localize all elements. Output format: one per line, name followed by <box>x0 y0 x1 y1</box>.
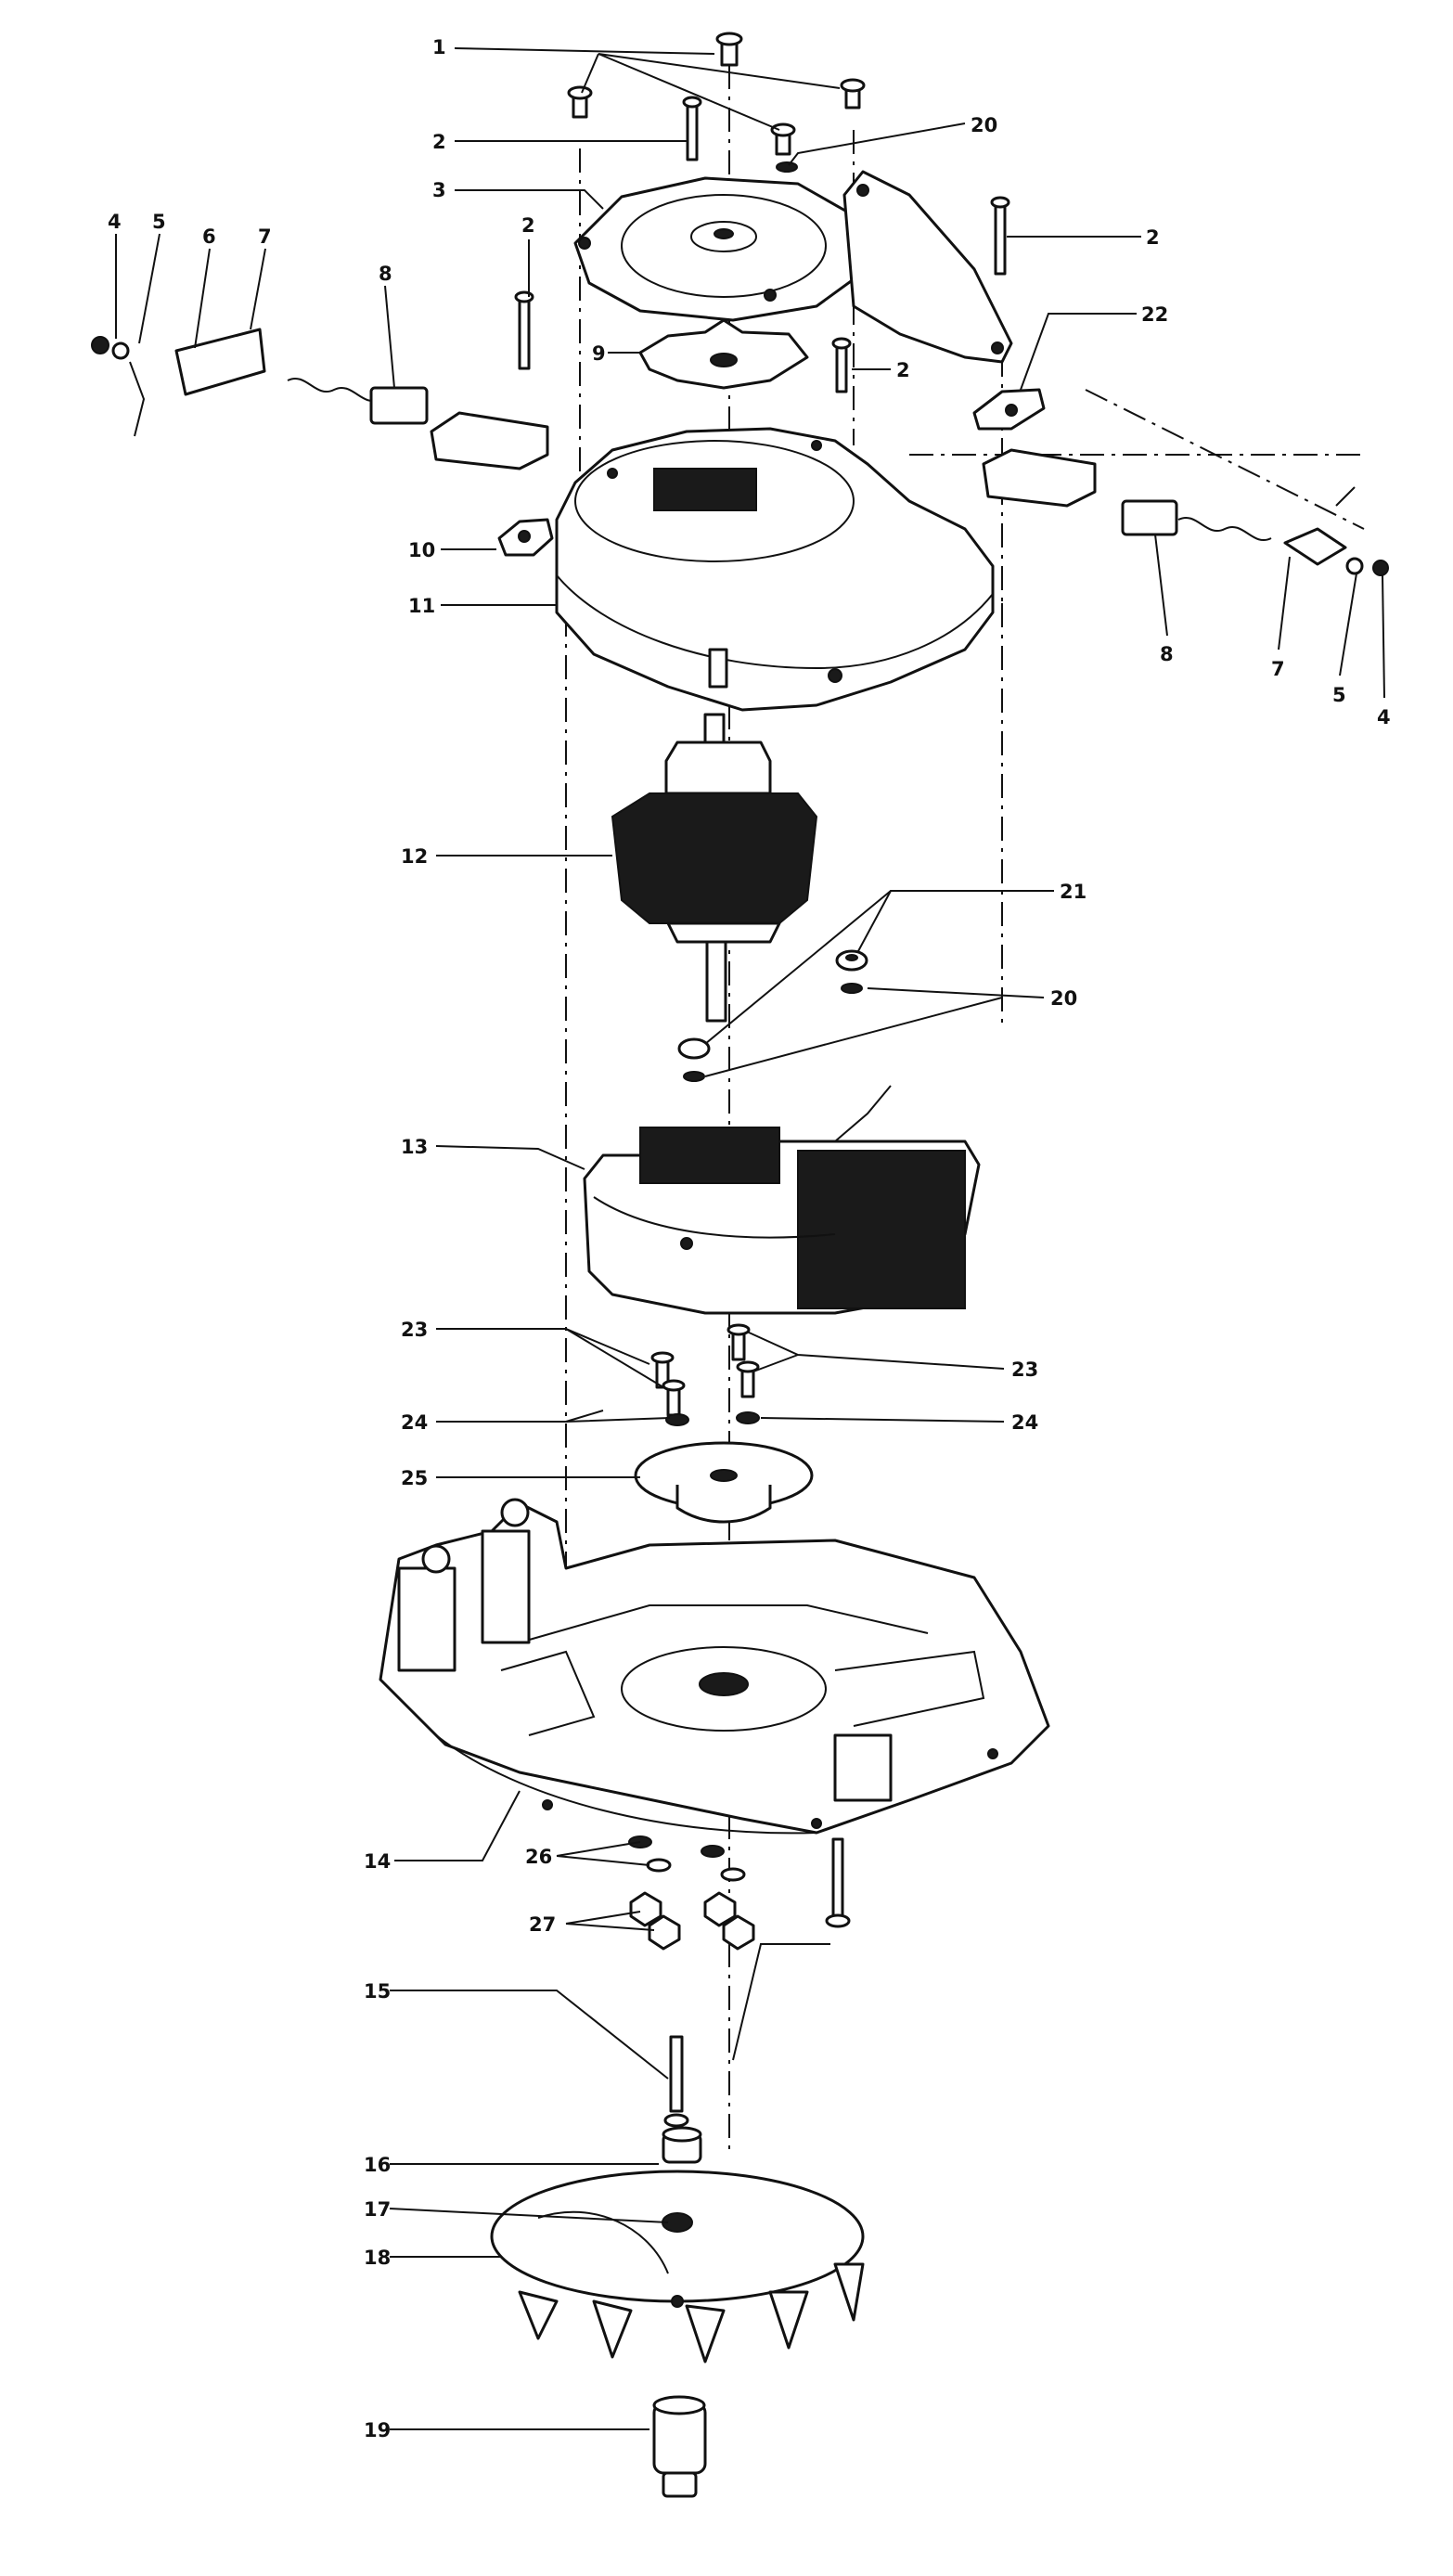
part-14-motor-base <box>379 1498 1050 1835</box>
callout-4-right: 4 <box>1377 706 1391 728</box>
callout-3: 3 <box>432 179 446 201</box>
callout-6: 6 <box>202 225 216 248</box>
callout-27: 27 <box>529 1913 556 1936</box>
callout-12: 12 <box>401 845 428 868</box>
callout-15: 15 <box>364 1980 391 2003</box>
part-26-washers <box>628 1835 746 1882</box>
part-16-coupling <box>662 2126 702 2164</box>
callout-19: 19 <box>364 2419 391 2441</box>
right-brush-sleeve <box>982 448 1097 508</box>
left-brush-assembly <box>91 328 429 437</box>
callout-4-left: 4 <box>108 211 122 233</box>
part-19-foot <box>652 2395 707 2498</box>
part-13-field-stator <box>583 1085 981 1315</box>
part-24-washers <box>665 1411 760 1426</box>
callout-10: 10 <box>408 539 435 561</box>
callout-24-right: 24 <box>1011 1411 1038 1434</box>
callout-1: 1 <box>432 36 446 58</box>
callout-25: 25 <box>401 1467 428 1489</box>
part-15-screws <box>663 1837 851 2128</box>
callout-13: 13 <box>401 1136 428 1158</box>
part-27-nuts <box>629 1891 755 1951</box>
callout-5-left: 5 <box>152 211 166 233</box>
part-21-bearing <box>677 949 868 1060</box>
left-brush-sleeve <box>430 411 549 470</box>
part-18-fan <box>490 2170 865 2363</box>
callout-7-right: 7 <box>1271 658 1285 680</box>
callout-2-right: 2 <box>1146 226 1160 249</box>
callout-8-left: 8 <box>379 263 392 285</box>
callout-2-left: 2 <box>521 214 535 237</box>
callout-24-left: 24 <box>401 1411 428 1434</box>
part-12-armature <box>611 713 818 1023</box>
upper-bracket <box>842 170 1013 364</box>
part-2-long-screws <box>514 96 1010 393</box>
callout-2-mid: 2 <box>896 359 910 381</box>
part-9-brush-plate <box>638 318 809 390</box>
callout-8-right: 8 <box>1160 643 1174 665</box>
callout-9: 9 <box>592 342 606 365</box>
part-20-washers <box>683 161 863 1082</box>
part-22-gasket <box>972 388 1046 431</box>
part-11-motor-housing <box>555 427 995 712</box>
part-10-clip <box>497 518 554 557</box>
callout-23-left: 23 <box>401 1319 428 1341</box>
part-23-screws <box>650 1323 760 1417</box>
part-25-bearing-retainer <box>634 1441 814 1524</box>
callout-labels: 1 2 3 20 2 2 22 2 9 4 5 6 7 8 10 11 8 7 … <box>108 36 1391 2441</box>
callout-26: 26 <box>525 1846 552 1868</box>
callout-2-top: 2 <box>432 131 446 153</box>
callout-16: 16 <box>364 2154 391 2176</box>
callout-18: 18 <box>364 2247 391 2269</box>
callout-14: 14 <box>364 1850 391 1873</box>
callout-5-right: 5 <box>1332 684 1346 706</box>
callout-20-top: 20 <box>971 114 997 136</box>
leader-lines <box>115 47 1385 2430</box>
right-brush-assembly <box>1121 486 1389 576</box>
callout-17: 17 <box>364 2198 391 2221</box>
callout-7-left: 7 <box>258 225 272 248</box>
callout-20-mid: 20 <box>1050 987 1077 1010</box>
callout-21: 21 <box>1060 881 1087 903</box>
part-1-screws <box>567 32 866 156</box>
callout-23-right: 23 <box>1011 1359 1038 1381</box>
callout-22: 22 <box>1141 303 1168 326</box>
callout-11: 11 <box>408 595 435 617</box>
part-3-end-bearing-plate <box>573 176 869 322</box>
